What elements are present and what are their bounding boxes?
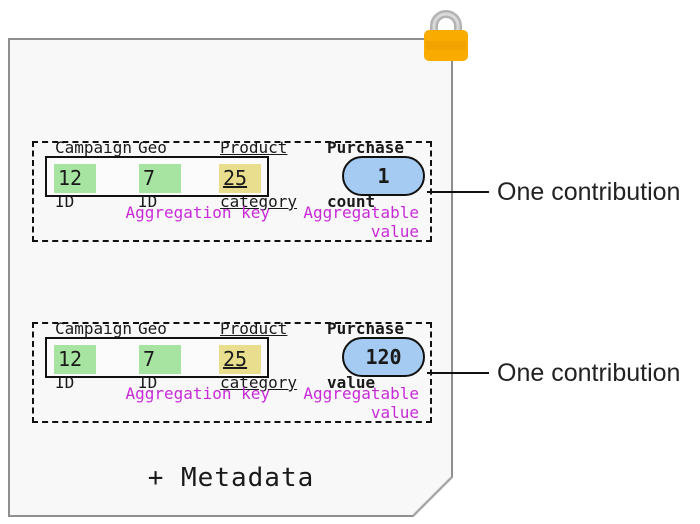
header-line: Product <box>220 138 288 157</box>
header-line: Campaign <box>55 319 133 338</box>
header-line: Geo <box>138 319 167 338</box>
header-product-category: Product category <box>220 284 297 428</box>
key-cell-value: 12 <box>58 166 83 190</box>
contribution-connector <box>427 372 489 374</box>
contribution-boundary: 12 7 25 Aggregation key 1 Aggregatable v… <box>32 141 432 242</box>
aggregatable-value: 1 <box>377 164 390 188</box>
key-cell-geo-id: 7 <box>139 345 181 374</box>
header-line: ID <box>138 373 158 392</box>
aggregation-key-row: 12 7 25 <box>45 156 269 197</box>
contribution-label: One contribution <box>497 359 681 387</box>
aggregatable-value-pill: 120 <box>342 337 425 377</box>
header-line: category <box>220 373 298 392</box>
key-cell-value: 25 <box>223 347 248 371</box>
aggregation-key-row: 12 7 25 <box>45 337 269 378</box>
key-cell-campaign-id: 12 <box>54 164 96 193</box>
contribution-section-value: Campaign ID Geo ID Product category Purc… <box>0 281 700 462</box>
key-cell-geo-id: 7 <box>139 164 181 193</box>
header-line: ID <box>138 192 158 211</box>
label-line: value <box>370 222 419 241</box>
key-cell-campaign-id: 12 <box>54 345 96 374</box>
header-line: Campaign <box>55 138 133 157</box>
aggregation-key-label: Aggregation key <box>125 203 271 222</box>
header-campaign-id: Campaign ID <box>55 103 132 247</box>
contribution-section-count: Campaign ID Geo ID Product category Purc… <box>0 100 700 281</box>
header-campaign-id: Campaign ID <box>55 284 132 428</box>
header-line: ID <box>55 373 75 392</box>
key-cell-value: 12 <box>58 347 83 371</box>
header-line: category <box>220 192 298 211</box>
label-line: Aggregatable <box>303 384 419 403</box>
key-cell-value: 7 <box>143 166 156 190</box>
contribution-boundary: 12 7 25 Aggregation key 120 Aggregatable… <box>32 322 432 423</box>
label-line: Aggregatable <box>303 203 419 222</box>
aggregatable-value: 120 <box>365 345 402 369</box>
header-line: value <box>327 373 376 392</box>
metadata-label: + Metadata <box>147 463 315 493</box>
header-purchase-count: Purchase count <box>327 103 404 247</box>
key-cell-product-category: 25 <box>219 345 261 374</box>
header-line: Geo <box>138 138 167 157</box>
contribution-label: One contribution <box>497 178 681 206</box>
contribution-connector <box>427 191 489 193</box>
header-line: ID <box>55 192 75 211</box>
aggregatable-value-label: Aggregatable value <box>34 384 419 422</box>
header-geo-id: Geo ID <box>138 284 196 428</box>
header-line: count <box>327 192 376 211</box>
key-cell-product-category: 25 <box>219 164 261 193</box>
card-fold-line <box>411 475 454 518</box>
key-cell-value: 7 <box>143 347 156 371</box>
header-purchase-value: Purchase value <box>327 284 404 428</box>
label-line: value <box>370 403 419 422</box>
key-cell-value: 25 <box>223 166 248 190</box>
header-product-category: Product category <box>220 103 297 247</box>
header-line: Purchase <box>327 138 405 157</box>
header-line: Purchase <box>327 319 405 338</box>
aggregatable-value-pill: 1 <box>342 156 425 196</box>
aggregatable-value-label: Aggregatable value <box>34 203 419 241</box>
aggregation-key-label: Aggregation key <box>125 384 271 403</box>
header-line: Product <box>220 319 288 338</box>
lock-icon <box>424 10 468 61</box>
header-geo-id: Geo ID <box>138 103 196 247</box>
